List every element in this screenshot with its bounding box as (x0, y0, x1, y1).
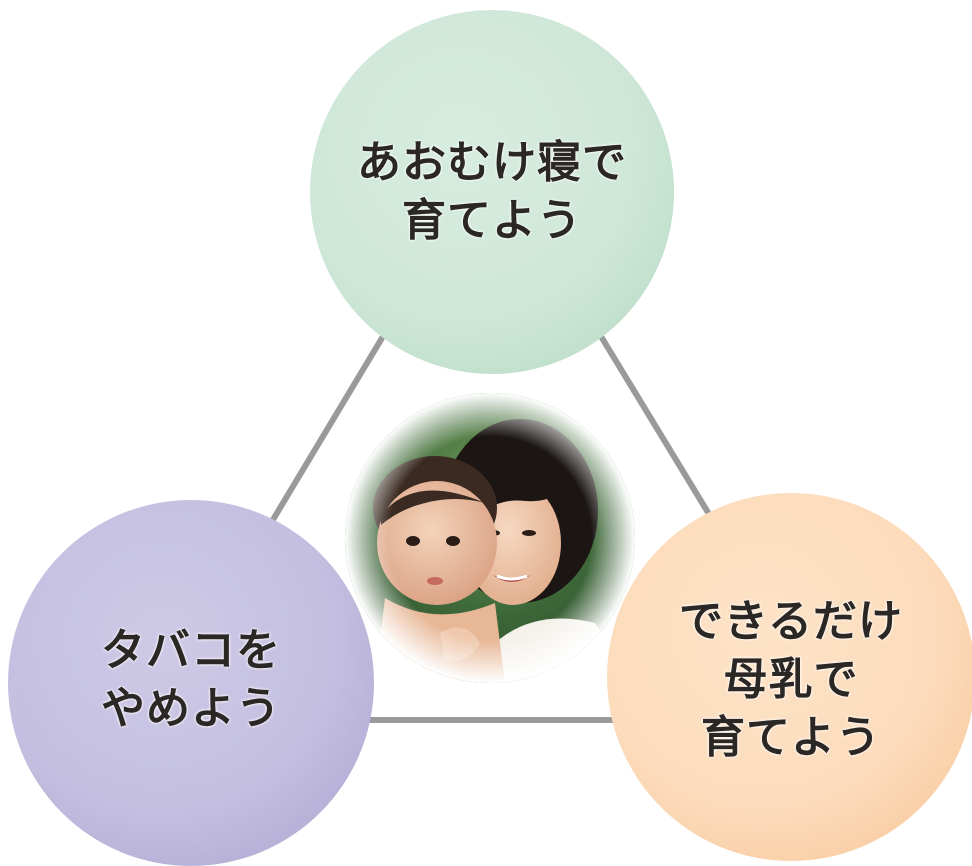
label-sleep-on-back: あおむけ寝で 育てよう (357, 137, 627, 246)
circle-quit-smoking: タバコを やめよう (8, 500, 374, 866)
circle-sleep-on-back: あおむけ寝で 育てよう (310, 10, 674, 374)
label-breastfeeding: できるだけ 母乳で 育てよう (678, 596, 904, 763)
connector-top-left (265, 335, 385, 531)
circle-breastfeeding: できるだけ 母乳で 育てよう (607, 493, 972, 861)
mother-and-baby-photo (345, 393, 635, 683)
connector-top-right (599, 335, 718, 527)
label-quit-smoking: タバコを やめよう (101, 625, 281, 734)
